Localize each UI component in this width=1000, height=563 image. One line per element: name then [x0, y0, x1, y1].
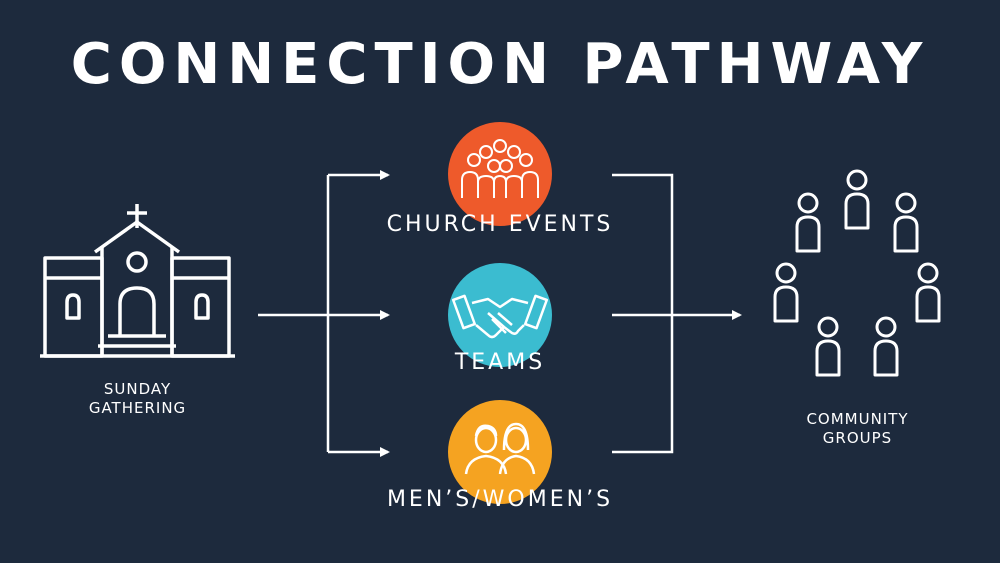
man-woman-icon: [464, 422, 536, 475]
sunday-gathering-label-line2: GATHERING: [88, 399, 187, 417]
church-events-label: CHURCH EVENTS: [386, 212, 614, 237]
crowd-icon: [461, 139, 539, 198]
sunday-gathering-label-line1: SUNDAY: [103, 380, 172, 398]
diagram-title: CONNECTION PATHWAY: [70, 32, 930, 97]
church-icon: [40, 204, 235, 358]
community-groups-label: COMMUNITY GROUPS: [780, 410, 935, 448]
bracket-from-steps: [612, 173, 674, 454]
mens-womens-circle: [448, 400, 552, 504]
people-circle-icon: [773, 169, 941, 377]
sunday-gathering-label: SUNDAY GATHERING: [60, 380, 215, 418]
handshake-icon: [451, 294, 549, 339]
mens-womens-label: MEN’S/WOMEN’S: [386, 487, 614, 512]
community-groups-label-line2: GROUPS: [822, 429, 893, 447]
community-groups-label-line1: COMMUNITY: [806, 410, 909, 428]
teams-label: TEAMS: [454, 350, 546, 375]
